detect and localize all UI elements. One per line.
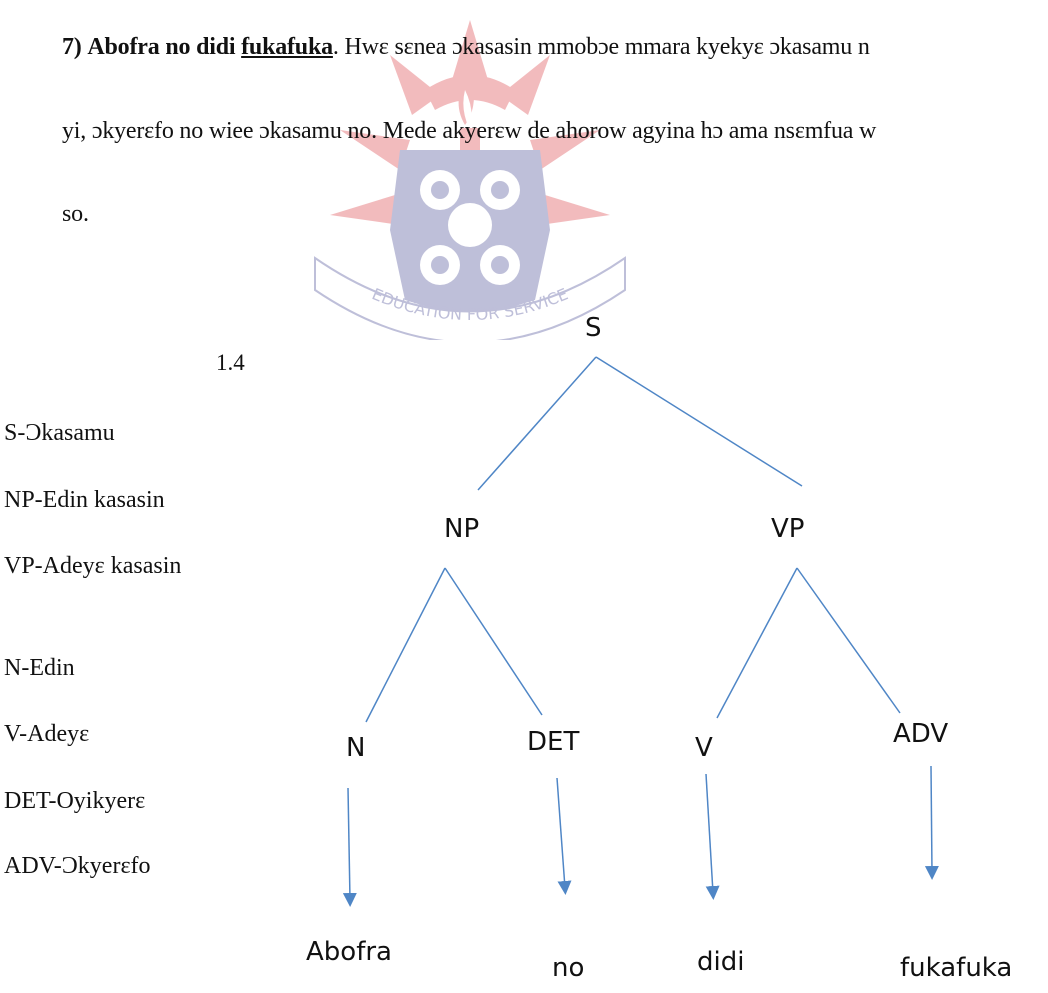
legend-item-vp: VP-Adeyɛ kasasin bbox=[4, 553, 182, 579]
seal-sunburst bbox=[330, 20, 610, 225]
leaf-word-fukafuka: fukafuka bbox=[900, 953, 1013, 983]
figure-number: 1.4 bbox=[216, 350, 245, 375]
tree-node-adv: ADV bbox=[893, 719, 949, 749]
paragraph-line-1-rest: . Hwɛ sɛnea ɔkasasin mmobɔe mmara kyekyɛ… bbox=[332, 34, 870, 60]
tree-node-det: DET bbox=[527, 727, 580, 757]
tree-node-vp: VP bbox=[771, 514, 805, 544]
branch-s-np bbox=[477, 356, 597, 491]
seal-shield bbox=[390, 150, 550, 320]
example-adverb: fukafuka bbox=[241, 34, 333, 60]
legend-item-adv: ADV-Ɔkyerɛfo bbox=[4, 853, 151, 879]
tree-node-v: V bbox=[695, 733, 713, 763]
tree-node-s: S bbox=[585, 313, 602, 343]
arrow-v-word bbox=[705, 773, 720, 900]
legend-item-n: N-Edin bbox=[4, 655, 75, 681]
tree-node-n: N bbox=[346, 733, 366, 763]
branch-np-det bbox=[444, 567, 543, 716]
legend-item-s: S-Ɔkasamu bbox=[4, 420, 115, 446]
paragraph-line-3: so. bbox=[62, 201, 89, 227]
arrow-adv-word bbox=[924, 765, 939, 880]
leaf-word-abofra: Abofra bbox=[306, 937, 392, 967]
legend-item-v: V-Adeyɛ bbox=[4, 721, 90, 747]
tree-node-np: NP bbox=[444, 514, 480, 544]
arrow-det-word bbox=[556, 777, 572, 895]
example-sentence: Abofra no didi bbox=[87, 34, 236, 60]
branch-s-vp bbox=[595, 356, 803, 487]
university-seal-watermark: EDUCATION FOR SERVICE bbox=[314, 20, 626, 340]
leaf-word-didi: didi bbox=[697, 947, 745, 977]
arrow-n-word bbox=[342, 787, 357, 907]
legend-item-det: DET-Oyikyerɛ bbox=[4, 788, 146, 814]
paragraph-line-2: yi, ɔkyerɛfo no wiee ɔkasamu no. Mede ak… bbox=[62, 118, 877, 144]
seal-banner bbox=[314, 256, 626, 340]
legend-item-np: NP-Edin kasasin bbox=[4, 487, 165, 513]
branch-vp-adv bbox=[796, 567, 901, 714]
paragraph-line-1: 7) Abofra no didi fukafuka. Hwɛ sɛnea ɔk… bbox=[62, 34, 870, 61]
branch-vp-v bbox=[716, 567, 798, 719]
branch-np-n bbox=[365, 567, 446, 723]
question-number: 7) bbox=[62, 34, 82, 60]
seal-torch bbox=[458, 70, 480, 150]
leaf-word-no: no bbox=[552, 953, 585, 983]
